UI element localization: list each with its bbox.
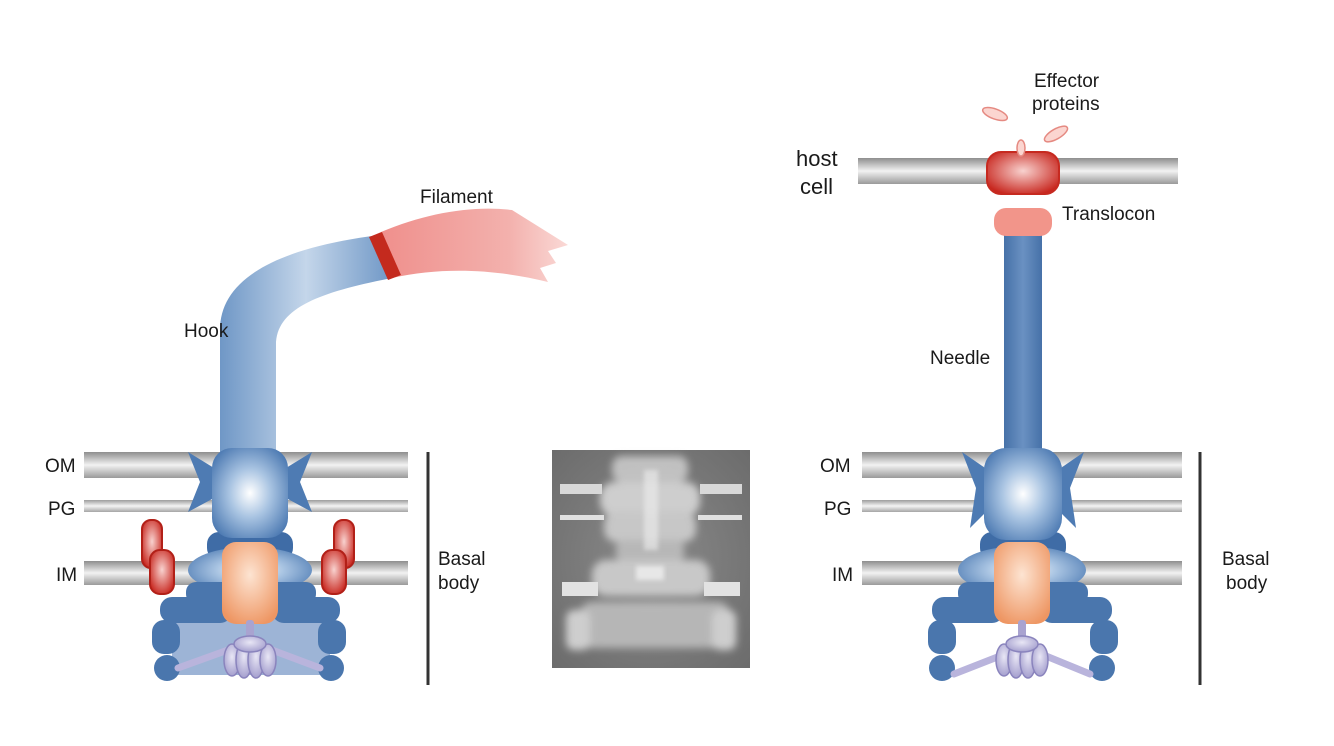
basal-body-label-1: Basal bbox=[438, 549, 486, 570]
im-label: IM bbox=[832, 565, 853, 586]
atpase-complex bbox=[950, 620, 1094, 679]
host-cell-label-2: cell bbox=[800, 174, 833, 199]
pg-label: PG bbox=[48, 499, 75, 520]
effector-proteins bbox=[981, 106, 1069, 157]
filament bbox=[372, 208, 568, 282]
needle-label: Needle bbox=[930, 348, 990, 369]
effector-label-1: Effector bbox=[1034, 71, 1100, 92]
effector-label-2: proteins bbox=[1032, 94, 1100, 115]
flagellum-panel: Filament Hook OM PG IM Basal body bbox=[45, 187, 568, 685]
filament-label: Filament bbox=[420, 187, 494, 208]
cryo-em-image bbox=[552, 450, 750, 668]
basal-body-label-2: body bbox=[1226, 573, 1268, 594]
translocon bbox=[994, 208, 1052, 236]
om-label: OM bbox=[820, 456, 851, 477]
hook-label: Hook bbox=[184, 321, 229, 342]
lp-ring bbox=[212, 448, 288, 538]
translocon-label: Translocon bbox=[1062, 204, 1155, 225]
translocon-pore bbox=[986, 151, 1060, 195]
basal-body-label-2: body bbox=[438, 573, 480, 594]
injectisome-panel: Effector proteins host cell Translocon N… bbox=[796, 71, 1270, 685]
im-label: IM bbox=[56, 565, 77, 586]
pg-label: PG bbox=[824, 499, 851, 520]
om-label: OM bbox=[45, 456, 76, 477]
host-cell-label-1: host bbox=[796, 146, 838, 171]
export-apparatus bbox=[222, 542, 278, 624]
needle bbox=[1004, 228, 1042, 468]
hook-filament-junction bbox=[369, 232, 401, 280]
hook bbox=[220, 236, 392, 465]
export-apparatus bbox=[994, 542, 1050, 624]
basal-body-label-1: Basal bbox=[1222, 549, 1270, 570]
secretin-ring bbox=[984, 448, 1062, 540]
atpase-complex bbox=[174, 620, 324, 679]
